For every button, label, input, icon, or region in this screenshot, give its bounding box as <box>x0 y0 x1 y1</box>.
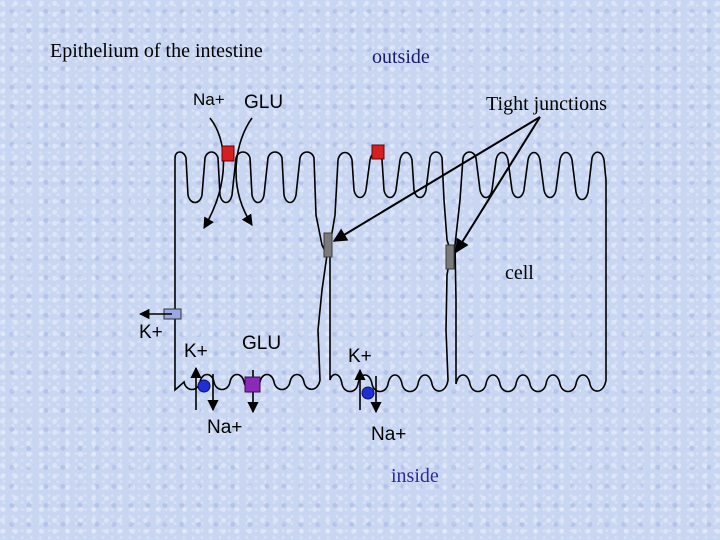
na-glu-symporter-2 <box>371 144 385 160</box>
tight-junction-arrow-left <box>332 116 541 242</box>
k-left-label: K+ <box>139 322 163 343</box>
diagram-title: Epithelium of the intestine <box>50 40 263 62</box>
glu-exit-transporter <box>244 376 261 393</box>
cell-3-membrane <box>454 151 607 393</box>
tight-junction-arrow-right <box>455 116 541 254</box>
outside-label: outside <box>372 46 430 68</box>
na-top-label: Na+ <box>193 90 225 109</box>
tight-junctions-label: Tight junctions <box>486 93 607 115</box>
cell-1-membrane <box>174 151 328 392</box>
na-entry-arrow <box>203 117 225 229</box>
na-glu-symporter <box>221 145 235 162</box>
tight-junction-right <box>445 244 455 270</box>
tight-junction-left <box>323 232 333 258</box>
cell-label: cell <box>505 262 534 284</box>
na-k-pump-left <box>197 379 211 393</box>
na-k-pump-right <box>361 386 375 400</box>
na-bottom-right-label: Na+ <box>371 424 406 445</box>
glu-bottom-label: GLU <box>242 333 281 354</box>
k-pump-right-label: K+ <box>348 346 372 367</box>
k-pump-left-label: K+ <box>184 341 208 362</box>
glu-top-label: GLU <box>244 92 283 113</box>
inside-label: inside <box>391 465 439 487</box>
na-bottom-left-label: Na+ <box>207 417 242 438</box>
glu-entry-arrow <box>235 117 253 226</box>
